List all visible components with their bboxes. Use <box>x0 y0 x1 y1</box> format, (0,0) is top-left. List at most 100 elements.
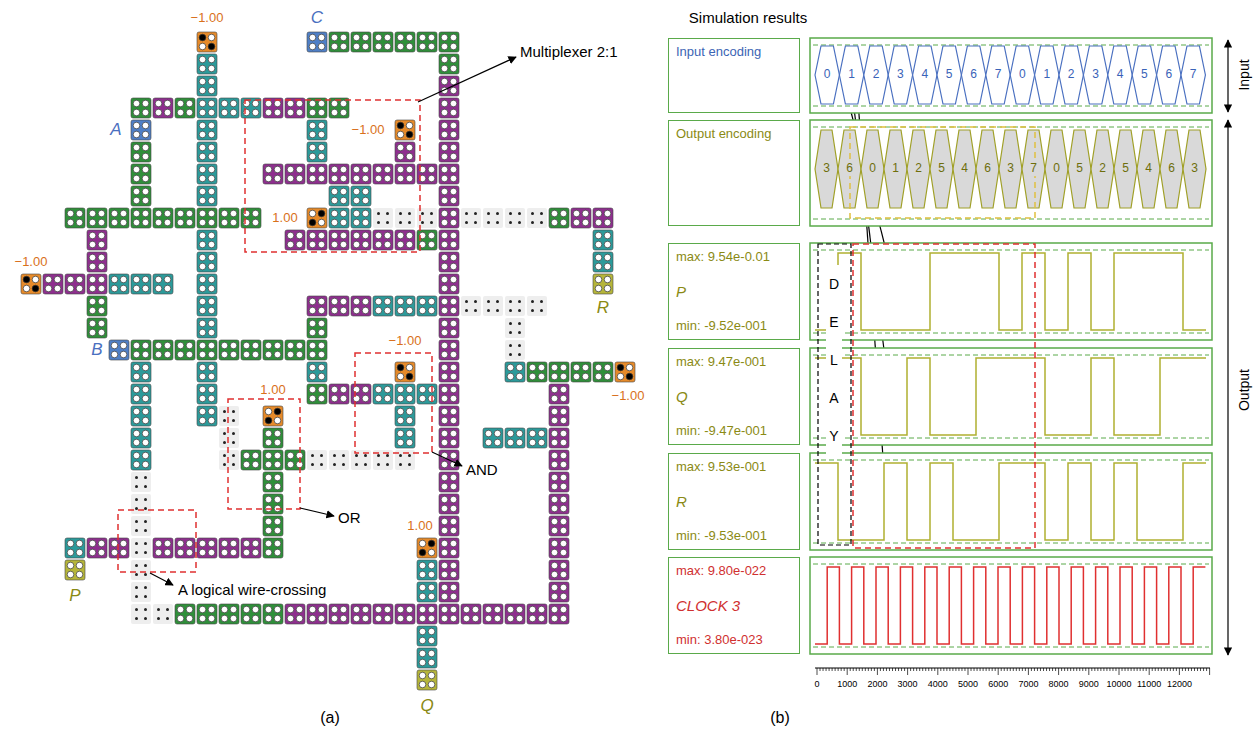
cell-body <box>549 472 569 492</box>
qca-cell <box>263 340 283 360</box>
quantum-dot <box>120 276 127 283</box>
cell-body <box>483 428 503 448</box>
cell-body <box>439 32 459 52</box>
encoding-digit: 1 <box>891 162 900 176</box>
quantum-dot <box>76 285 83 292</box>
quantum-dot <box>428 672 435 679</box>
quantum-dot <box>155 109 162 116</box>
axis-tick <box>958 668 959 671</box>
quantum-dot <box>362 34 369 41</box>
quantum-dot <box>177 109 184 116</box>
qca-cell <box>197 318 217 338</box>
qca-cell <box>87 274 107 294</box>
quantum-dot <box>441 78 448 85</box>
cell-body <box>439 230 459 250</box>
qca-cell <box>197 362 217 382</box>
quantum-dot <box>441 122 448 129</box>
qca-cell <box>395 384 415 404</box>
quantum-dot <box>243 210 250 217</box>
encoding-digit: 5 <box>937 162 946 176</box>
quantum-dot <box>340 298 347 305</box>
quantum-dot <box>450 408 457 415</box>
quantum-dot <box>111 549 118 556</box>
qca-cell <box>395 32 415 52</box>
quantum-dot <box>208 351 215 358</box>
quantum-dot <box>98 263 105 270</box>
quantum-dot <box>230 342 237 349</box>
cell-body <box>241 340 261 360</box>
axis-tick-label: 12000 <box>1167 679 1192 689</box>
callout-label: AND <box>466 461 498 478</box>
quantum-dot <box>406 241 413 248</box>
region-box <box>355 353 432 453</box>
axis-tick <box>1007 668 1008 671</box>
qca-cell <box>439 164 459 184</box>
axis-tick <box>943 668 944 671</box>
quantum-dot <box>144 608 147 611</box>
quantum-dot <box>142 364 149 371</box>
quantum-dot <box>221 540 228 547</box>
quantum-dot <box>450 439 457 446</box>
quantum-dot <box>375 241 382 248</box>
cell-body <box>197 604 217 624</box>
quantum-dot <box>208 386 215 393</box>
cell-body <box>131 142 151 162</box>
qca-cell <box>549 208 569 228</box>
quantum-dot <box>450 254 457 261</box>
quantum-dot <box>406 408 413 415</box>
cell-body <box>395 120 415 140</box>
cell-body <box>373 604 393 624</box>
quantum-dot <box>450 210 457 217</box>
qca-cell <box>417 384 437 404</box>
quantum-dot <box>135 498 138 501</box>
quantum-dot <box>441 483 448 490</box>
qca-cell <box>439 340 459 360</box>
quantum-dot <box>133 144 140 151</box>
panel-text: CLOCK 3 <box>676 597 792 615</box>
quantum-dot <box>199 364 206 371</box>
quantum-dot <box>450 241 457 248</box>
quantum-dot <box>265 452 272 459</box>
bus-segment <box>1068 130 1091 208</box>
qca-cell <box>439 76 459 96</box>
axis-tick <box>895 668 896 671</box>
quantum-dot <box>318 166 325 173</box>
range-label: Output <box>1236 369 1252 411</box>
cell-body <box>549 208 569 228</box>
axis-tick <box>1188 668 1189 671</box>
quantum-dot <box>199 34 206 41</box>
cell-body <box>549 362 569 382</box>
quantum-dot <box>331 298 338 305</box>
encoding-digit: 7 <box>1189 68 1198 82</box>
quantum-dot <box>133 210 140 217</box>
bus-segment <box>839 46 863 104</box>
quantum-dot <box>362 395 369 402</box>
cell-body <box>131 582 151 602</box>
axis-tick <box>1106 668 1107 671</box>
qca-cell <box>439 472 459 492</box>
quantum-dot <box>518 300 521 303</box>
qca-cell <box>197 186 217 206</box>
quantum-dot <box>560 584 567 591</box>
quantum-dot <box>221 109 228 116</box>
quantum-dot <box>318 606 325 613</box>
cell-body <box>109 274 129 294</box>
quantum-dot <box>155 276 162 283</box>
cell-body <box>131 274 151 294</box>
quantum-dot <box>441 540 448 547</box>
qca-cell <box>109 340 129 360</box>
quantum-dot <box>441 593 448 600</box>
quantum-dot <box>309 329 316 336</box>
axis-tick <box>1046 668 1047 671</box>
cell-body <box>65 208 85 228</box>
qca-cell <box>43 274 63 294</box>
axis-tick <box>1140 668 1141 671</box>
quantum-dot <box>428 606 435 613</box>
level-guide <box>813 45 1209 46</box>
quantum-dot <box>441 197 448 204</box>
quantum-dot <box>362 298 369 305</box>
cell-body <box>373 296 393 316</box>
quantum-dot <box>406 298 413 305</box>
cell-body <box>439 604 459 624</box>
fixed-polarization-value: −1.00 <box>352 123 385 138</box>
